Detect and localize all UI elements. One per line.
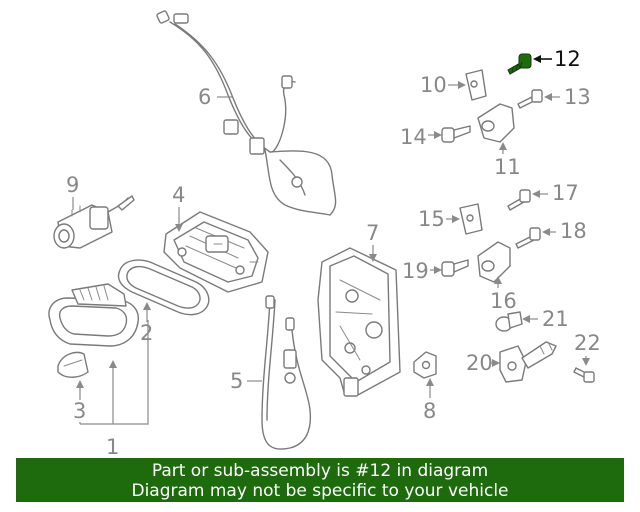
part-10-hinge-plate [465,69,487,101]
part-1-outside-handle [48,283,139,347]
callout-6: 6 [198,85,211,109]
part-17-bolt [507,189,531,211]
callout-16: 16 [490,289,517,313]
part-14-bolt [441,125,471,143]
part-22-bolt [573,367,595,383]
callout-15: 15 [418,207,445,231]
callout-10: 10 [420,73,447,97]
callout-14: 14 [400,125,427,149]
part-5-release-cable [261,295,312,450]
callout-7: 7 [366,221,379,245]
part-4-handle-frame [163,211,269,293]
part-7-lock-actuator [317,247,401,397]
part-12-bolt [507,53,532,75]
callout-4: 4 [172,183,185,207]
callout-1: 1 [106,435,119,459]
part-3-cap [57,351,89,378]
footer-line-2: Diagram may not be specific to your vehi… [131,481,509,501]
callout-18: 18 [560,219,587,243]
callout-21: 21 [542,307,569,331]
part-21-bolt [495,311,523,332]
callout-9: 9 [66,173,79,197]
footer-banner: Part or sub-assembly is #12 in diagram D… [16,458,624,502]
part-11-hinge [477,103,515,143]
callout-19: 19 [402,259,429,283]
callout-3: 3 [73,399,86,423]
part-15-hinge-plate [459,203,483,235]
part-9-lock-cylinder [53,195,135,249]
part-2-gasket [117,259,210,316]
callout-17: 17 [552,181,579,205]
callout-11: 11 [494,155,521,179]
part-13-bolt [517,89,543,109]
callout-13: 13 [564,85,591,109]
callout-5: 5 [230,369,243,393]
callout-20: 20 [466,351,493,375]
part-8-bracket [413,351,437,379]
footer-line-1: Part or sub-assembly is #12 in diagram [151,461,489,481]
callout-8: 8 [423,399,436,423]
callout-12: 12 [554,47,581,71]
part-16-hinge [477,241,511,283]
callout-22: 22 [574,331,601,355]
part-19-bolt [441,259,469,277]
part-20-door-check [499,341,557,383]
part-18-bolt [515,227,541,249]
part-6-cable [156,10,337,216]
callout-2: 2 [140,321,153,345]
